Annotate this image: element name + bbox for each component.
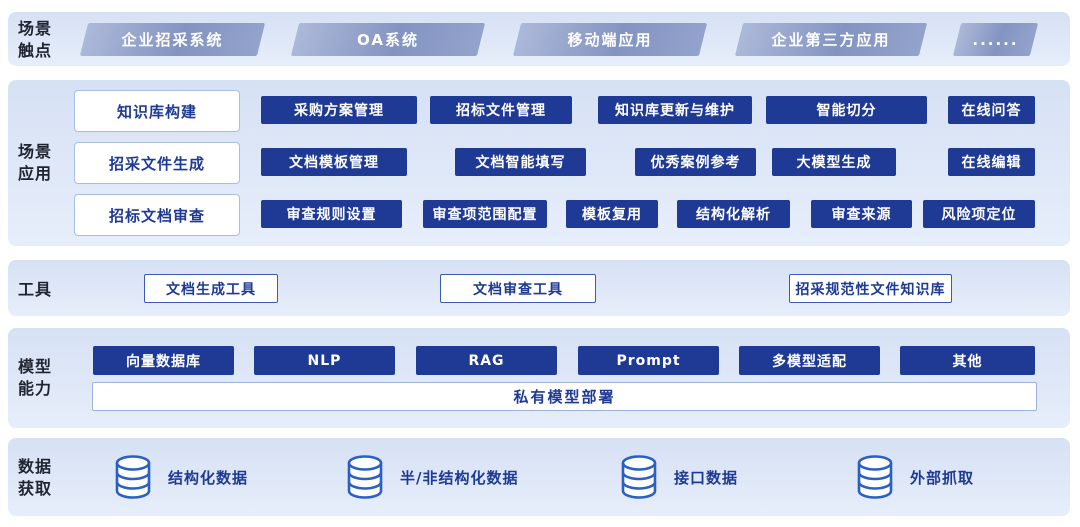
app-box: 结构化解析 xyxy=(677,200,790,228)
database-icon xyxy=(115,455,151,499)
section-label-data: 数据 获取 xyxy=(18,457,53,498)
app-box: 文档模板管理 xyxy=(261,148,407,176)
model-box: 多模型适配 xyxy=(739,346,880,375)
database-icon xyxy=(621,455,657,499)
app-box: 知识库更新与维护 xyxy=(598,96,752,124)
app-box: 智能切分 xyxy=(766,96,927,124)
app-box: 文档智能填写 xyxy=(455,148,586,176)
tool-box: 招采规范性文件知识库 xyxy=(789,274,952,303)
app-box: 模板复用 xyxy=(566,200,658,228)
data-source-label: 半/非结构化数据 xyxy=(400,468,519,487)
app-box: 在线问答 xyxy=(948,96,1035,124)
tool-box: 文档审查工具 xyxy=(440,274,596,303)
data-source-item: 外部抓取 xyxy=(854,452,974,502)
band-models xyxy=(8,328,1070,428)
model-box: 向量数据库 xyxy=(93,346,234,375)
data-source-item: 接口数据 xyxy=(618,452,738,502)
model-box: 其他 xyxy=(900,346,1035,375)
app-box: 审查来源 xyxy=(811,200,912,228)
app-row-title-doc-generation: 招采文件生成 xyxy=(74,142,240,184)
app-row-title-knowledge-base: 知识库构建 xyxy=(74,90,240,132)
app-box: 大模型生成 xyxy=(772,148,896,176)
data-source-label: 外部抓取 xyxy=(910,468,975,487)
tool-box: 文档生成工具 xyxy=(144,274,278,303)
data-source-item: 结构化数据 xyxy=(112,452,248,502)
band-data xyxy=(8,438,1070,516)
database-icon xyxy=(347,455,383,499)
app-box: 审查项范围配置 xyxy=(423,200,547,228)
app-box: 优秀案例参考 xyxy=(635,148,756,176)
section-label-applications: 场景 应用 xyxy=(18,142,53,183)
app-box: 风险项定位 xyxy=(923,200,1035,228)
touchpoint-box: 企业招采系统 xyxy=(79,23,266,56)
touchpoint-box: OA系统 xyxy=(290,23,486,56)
section-label-models: 模型 能力 xyxy=(18,357,53,398)
touchpoint-box: 移动端应用 xyxy=(512,23,708,56)
app-box: 在线编辑 xyxy=(948,148,1035,176)
model-box: RAG xyxy=(416,346,557,375)
app-row-title-doc-review: 招标文档审查 xyxy=(74,194,240,236)
touchpoint-box: 企业第三方应用 xyxy=(734,23,928,56)
app-box: 审查规则设置 xyxy=(261,200,402,228)
data-source-label: 结构化数据 xyxy=(168,468,249,487)
model-box: NLP xyxy=(254,346,395,375)
app-box: 采购方案管理 xyxy=(261,96,417,124)
database-icon xyxy=(857,455,893,499)
model-box: Prompt xyxy=(578,346,719,375)
data-source-label: 接口数据 xyxy=(674,468,739,487)
section-label-tools: 工具 xyxy=(18,280,53,299)
model-deploy-box: 私有模型部署 xyxy=(92,382,1037,411)
app-box: 招标文件管理 xyxy=(430,96,572,124)
section-label-touchpoints: 场景 触点 xyxy=(18,19,53,60)
data-source-item: 半/非结构化数据 xyxy=(344,452,518,502)
touchpoint-box-more: ...... xyxy=(952,23,1039,56)
